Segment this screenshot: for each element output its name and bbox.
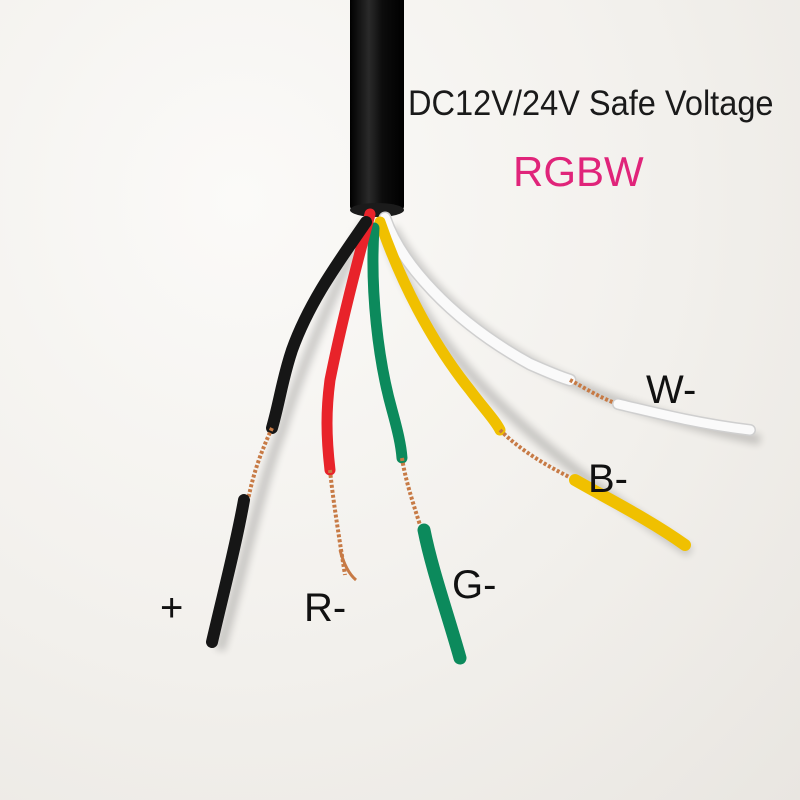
wire-label-plus: + — [160, 586, 184, 630]
cable-jacket — [350, 0, 404, 212]
wire-yellow-copper — [498, 428, 576, 482]
wire-green-copper — [400, 457, 422, 526]
wire-red — [321, 208, 376, 582]
wire-black-copper — [246, 427, 274, 501]
wire-green-tip — [417, 523, 467, 665]
wire-white-copper — [569, 378, 619, 406]
wire-black-insulation — [266, 216, 372, 434]
wire-white-tip — [613, 399, 755, 435]
wire-black — [206, 216, 372, 648]
wire-green — [367, 222, 467, 665]
wire-yellow-insulation — [374, 216, 506, 436]
wire-yellow-tip — [569, 474, 691, 551]
rgbw-subtitle: RGBW — [513, 148, 644, 195]
wire-white — [378, 211, 756, 436]
wire-yellow — [374, 216, 691, 551]
wire-red-insulation — [321, 208, 376, 476]
wire-green-insulation — [367, 222, 408, 464]
cable-jacket-end — [350, 203, 404, 217]
voltage-title: DC12V/24V Safe Voltage — [408, 84, 774, 123]
wire-black-tip — [206, 494, 250, 648]
wire-label-blue: B- — [588, 457, 628, 501]
wire-label-green: G- — [452, 563, 497, 607]
wire-label-red: R- — [304, 586, 347, 630]
wire-white-insulation — [380, 213, 575, 385]
wire-label-white: W- — [646, 368, 697, 412]
